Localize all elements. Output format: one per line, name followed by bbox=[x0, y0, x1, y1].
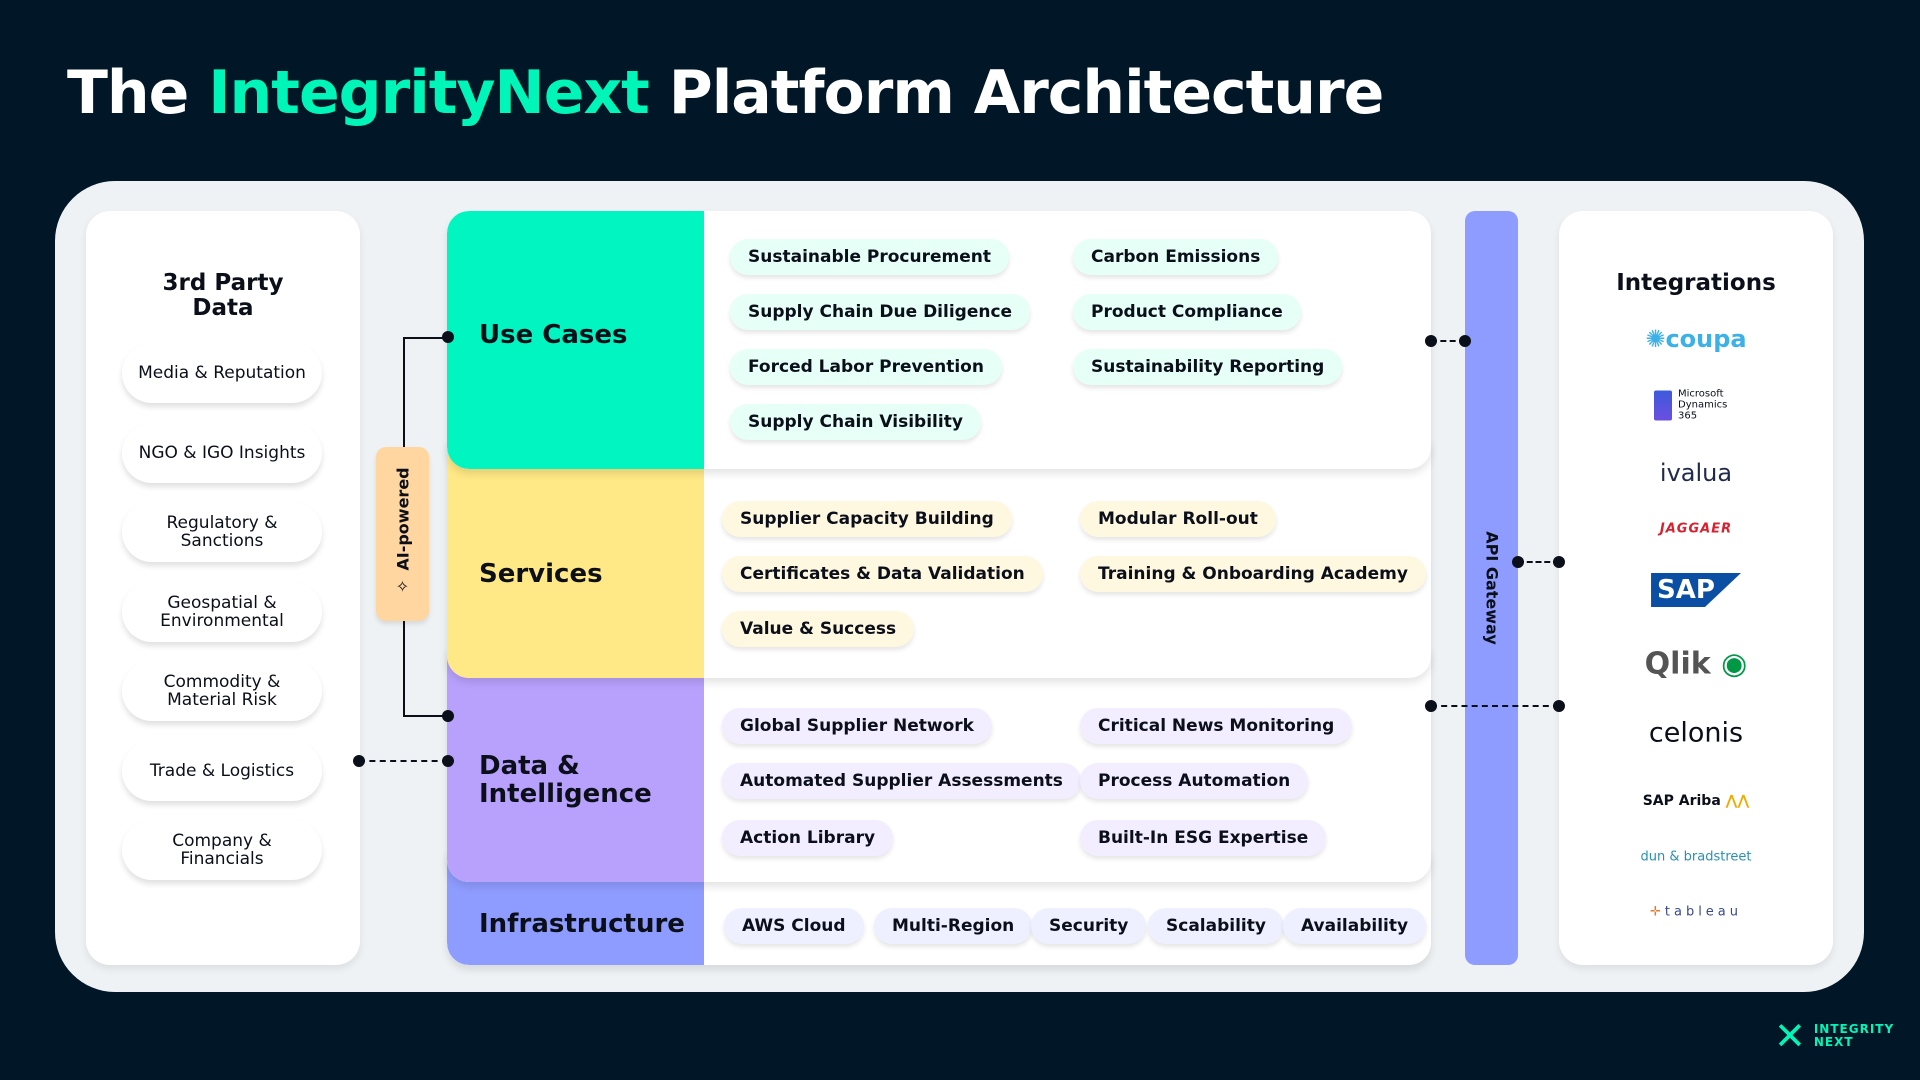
connector-dot bbox=[1553, 556, 1565, 568]
chip: Security bbox=[1031, 908, 1147, 944]
x-mark-icon: ✕ bbox=[1774, 1014, 1806, 1058]
chip: Availability bbox=[1283, 908, 1427, 944]
layer-data-intelligence: Data & Intelligence Global Supplier Netw… bbox=[447, 648, 1431, 882]
chip: Scalability bbox=[1148, 908, 1284, 944]
integrations-title: Integrations bbox=[1616, 270, 1776, 296]
sap-ariba-logo: SAP Ariba ⋀⋀ bbox=[1642, 793, 1750, 809]
jaggaer-logo: JAGGAER bbox=[1659, 521, 1733, 537]
page-title: The IntegrityNext Platform Architecture bbox=[67, 58, 1384, 128]
connector-dot bbox=[442, 755, 454, 767]
source-geospatial: Geospatial & Environmental bbox=[122, 582, 322, 642]
chip: Value & Success bbox=[722, 611, 915, 647]
source-trade: Trade & Logistics bbox=[122, 741, 322, 801]
tableau-logo: ✛tableau bbox=[1649, 904, 1743, 920]
chip: Automated Supplier Assessments bbox=[722, 763, 1081, 799]
chip: AWS Cloud bbox=[724, 908, 864, 944]
chip: Built-In ESG Expertise bbox=[1080, 820, 1327, 856]
chip: Sustainability Reporting bbox=[1073, 349, 1343, 385]
chip: Forced Labor Prevention bbox=[730, 349, 1002, 385]
source-company: Company & Financials bbox=[122, 820, 322, 880]
chip: Supply Chain Visibility bbox=[730, 404, 981, 440]
layer-use-cases: Use Cases Sustainable Procurement Carbon… bbox=[447, 211, 1431, 469]
connector-third-party bbox=[359, 760, 448, 762]
data-intelligence-label: Data & Intelligence bbox=[447, 648, 704, 882]
connector-dot bbox=[442, 710, 454, 722]
sap-logo: SAP bbox=[1559, 573, 1833, 607]
connector-data-integrations bbox=[1431, 705, 1559, 707]
celonis-logo: celonis bbox=[1648, 717, 1744, 749]
connector-dot bbox=[1425, 335, 1437, 347]
api-gateway: API Gateway bbox=[1465, 211, 1518, 965]
services-label: Services bbox=[447, 440, 704, 678]
chip: Carbon Emissions bbox=[1073, 239, 1279, 275]
use-cases-label: Use Cases bbox=[447, 211, 704, 469]
chip: Certificates & Data Validation bbox=[722, 556, 1043, 592]
chip: Training & Onboarding Academy bbox=[1080, 556, 1426, 592]
chip: Critical News Monitoring bbox=[1080, 708, 1353, 744]
chip: Supplier Capacity Building bbox=[722, 501, 1012, 537]
chip: Action Library bbox=[722, 820, 894, 856]
chip: Product Compliance bbox=[1073, 294, 1301, 330]
ai-powered-label: AI-powered bbox=[393, 467, 412, 571]
dynamics-logo: Microsoft Dynamics 365 bbox=[1559, 389, 1833, 422]
connector-dot bbox=[1512, 556, 1524, 568]
qlik-logo: Qlik ◉ bbox=[1644, 646, 1748, 682]
source-media: Media & Reputation bbox=[122, 343, 322, 403]
source-commodity: Commodity & Material Risk bbox=[122, 661, 322, 721]
ivalua-logo: ivalua bbox=[1659, 459, 1733, 487]
third-party-title: 3rd Party Data bbox=[162, 270, 284, 321]
source-regulatory: Regulatory & Sanctions bbox=[122, 502, 322, 562]
coupa-logo: ✺coupa bbox=[1645, 325, 1747, 353]
connector-dot bbox=[353, 755, 365, 767]
connector-dot bbox=[1425, 700, 1437, 712]
chip: Process Automation bbox=[1080, 763, 1309, 799]
api-gateway-label: API Gateway bbox=[1482, 531, 1501, 645]
integritynext-footer-logo: ✕ INTEGRITY NEXT bbox=[1774, 1014, 1895, 1058]
ai-powered-badge: AI-powered ✧ bbox=[376, 447, 429, 621]
connector-dot bbox=[1459, 335, 1471, 347]
connector-dot bbox=[442, 331, 454, 343]
connector-dot bbox=[1553, 700, 1565, 712]
third-party-data-card: 3rd Party Data Media & Reputation NGO & … bbox=[86, 211, 360, 965]
sparkle-icon: ✧ bbox=[395, 577, 410, 596]
dun-bradstreet-logo: dun & bradstreet bbox=[1640, 849, 1752, 865]
chip: Multi-Region bbox=[874, 908, 1033, 944]
chip: Global Supplier Network bbox=[722, 708, 992, 744]
chip: Sustainable Procurement bbox=[730, 239, 1009, 275]
connector-api bbox=[1431, 340, 1465, 342]
layer-services: Services Supplier Capacity Building Modu… bbox=[447, 440, 1431, 678]
chip: Modular Roll-out bbox=[1080, 501, 1276, 537]
chip: Supply Chain Due Diligence bbox=[730, 294, 1031, 330]
source-ngo: NGO & IGO Insights bbox=[122, 423, 322, 483]
connector-api-integrations bbox=[1518, 561, 1559, 563]
